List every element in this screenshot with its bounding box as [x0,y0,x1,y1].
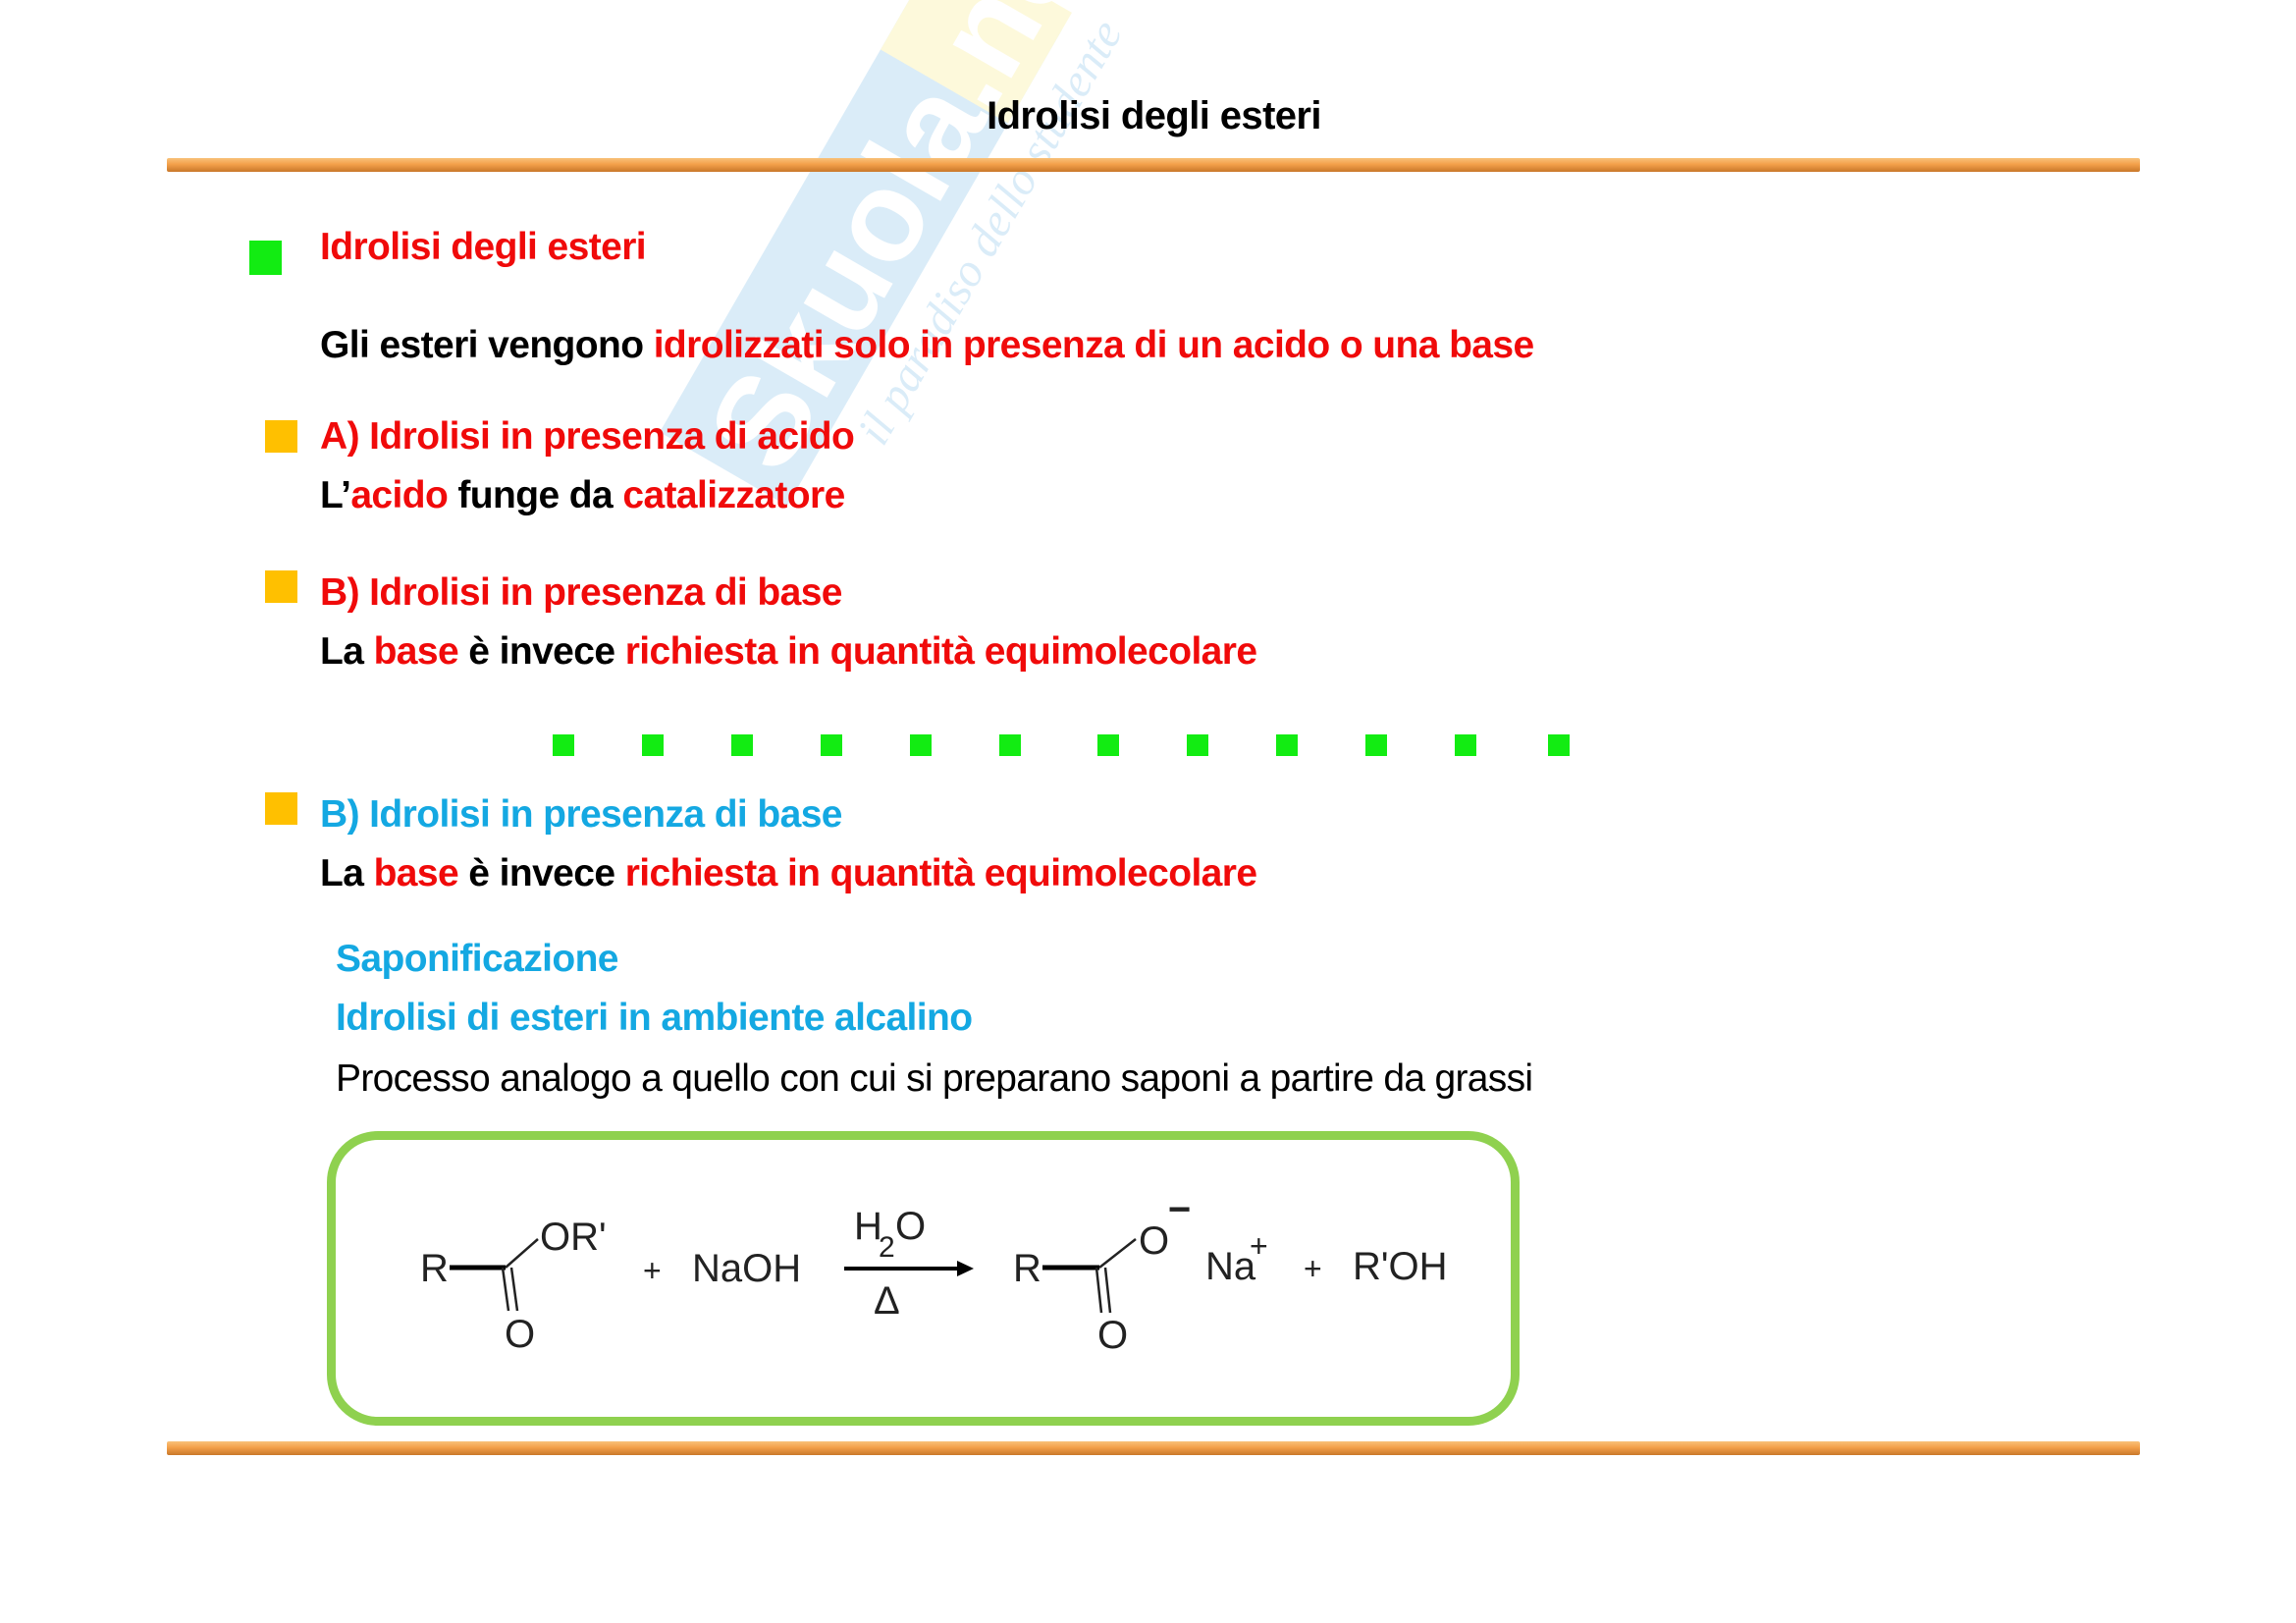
section-heading: Idrolisi degli esteri [320,226,647,268]
orange-bullet-a [265,420,297,453]
item-b-title: B) Idrolisi in presenza di base [320,571,842,614]
product-carbonyl-o: O [1097,1314,1128,1357]
saponification-description: Processo analogo a quello con cui si pre… [336,1057,1533,1100]
product-r: R [1013,1247,1041,1290]
text: è invece [458,852,625,894]
orange-bullet-b [265,570,297,603]
bond [1103,1267,1112,1314]
separator-dot [1276,734,1298,756]
separator-dot [1548,734,1570,756]
text: è invece [458,630,625,673]
saponification-subtitle: Idrolisi di esteri in ambiente alcalino [336,997,973,1039]
separator-dot [910,734,932,756]
separator-dot [821,734,842,756]
item-a-text: L’acido funge da catalizzatore [320,476,845,514]
water-h: H [854,1205,882,1248]
top-divider [167,158,2140,172]
green-bullet [249,241,282,275]
item-a-title: A) Idrolisi in presenza di acido [320,415,855,458]
text: L’ [320,474,351,516]
text: richiesta in quantità equimolecolare [624,630,1257,673]
separator-dot [1097,734,1119,756]
text: acido [350,474,449,516]
saponification-title: Saponificazione [336,938,618,980]
reaction-box [327,1131,1520,1426]
bottom-divider [167,1441,2140,1455]
naoh: NaOH [692,1247,801,1290]
item-b-text: La base è invece richiesta in quantità e… [320,630,1257,673]
intro-highlight: idrolizzati solo in presenza di un acido… [653,324,1534,366]
carboxylate-o: O [1139,1219,1169,1263]
bond [509,1267,519,1312]
item-b2-title: B) Idrolisi in presenza di base [320,793,842,836]
sodium: Na [1205,1245,1256,1288]
text: base [373,852,459,894]
separator-dot [731,734,753,756]
water-subscript: 2 [879,1231,895,1264]
bond [1098,1238,1137,1269]
arrow-head-icon [957,1261,974,1276]
text: catalizzatore [622,474,845,516]
heat-delta: Δ [874,1279,900,1323]
text: richiesta in quantità equimolecolare [624,852,1257,894]
orange-bullet-b2 [265,792,297,825]
carbonyl-o: O [505,1313,535,1356]
separator-dot [999,734,1021,756]
separator-dot [1365,734,1387,756]
plus-sign: + [1304,1251,1322,1286]
water-o: O [895,1205,926,1248]
separator-dot [1455,734,1476,756]
alcohol: R'OH [1353,1245,1448,1288]
ester-or: OR' [540,1216,607,1259]
separator-dot [642,734,664,756]
intro-text: Gli esteri vengono idrolizzati solo in p… [320,326,1534,364]
text: La [320,630,374,673]
text: La [320,852,374,894]
separator-dot [553,734,574,756]
plus-sign: + [643,1253,662,1288]
page-title: Idrolisi degli esteri [987,94,1321,137]
intro-plain: Gli esteri vengono [320,324,654,366]
negative-charge: − [1168,1188,1191,1231]
item-b2-text: La base è invece richiesta in quantità e… [320,852,1257,894]
bond [505,1238,539,1269]
bond [1095,1267,1103,1314]
text: funge da [448,474,623,516]
text: base [373,630,459,673]
separator-dot [1187,734,1208,756]
reactant-r: R [420,1247,449,1290]
bond [501,1267,510,1312]
positive-charge: + [1250,1228,1268,1264]
